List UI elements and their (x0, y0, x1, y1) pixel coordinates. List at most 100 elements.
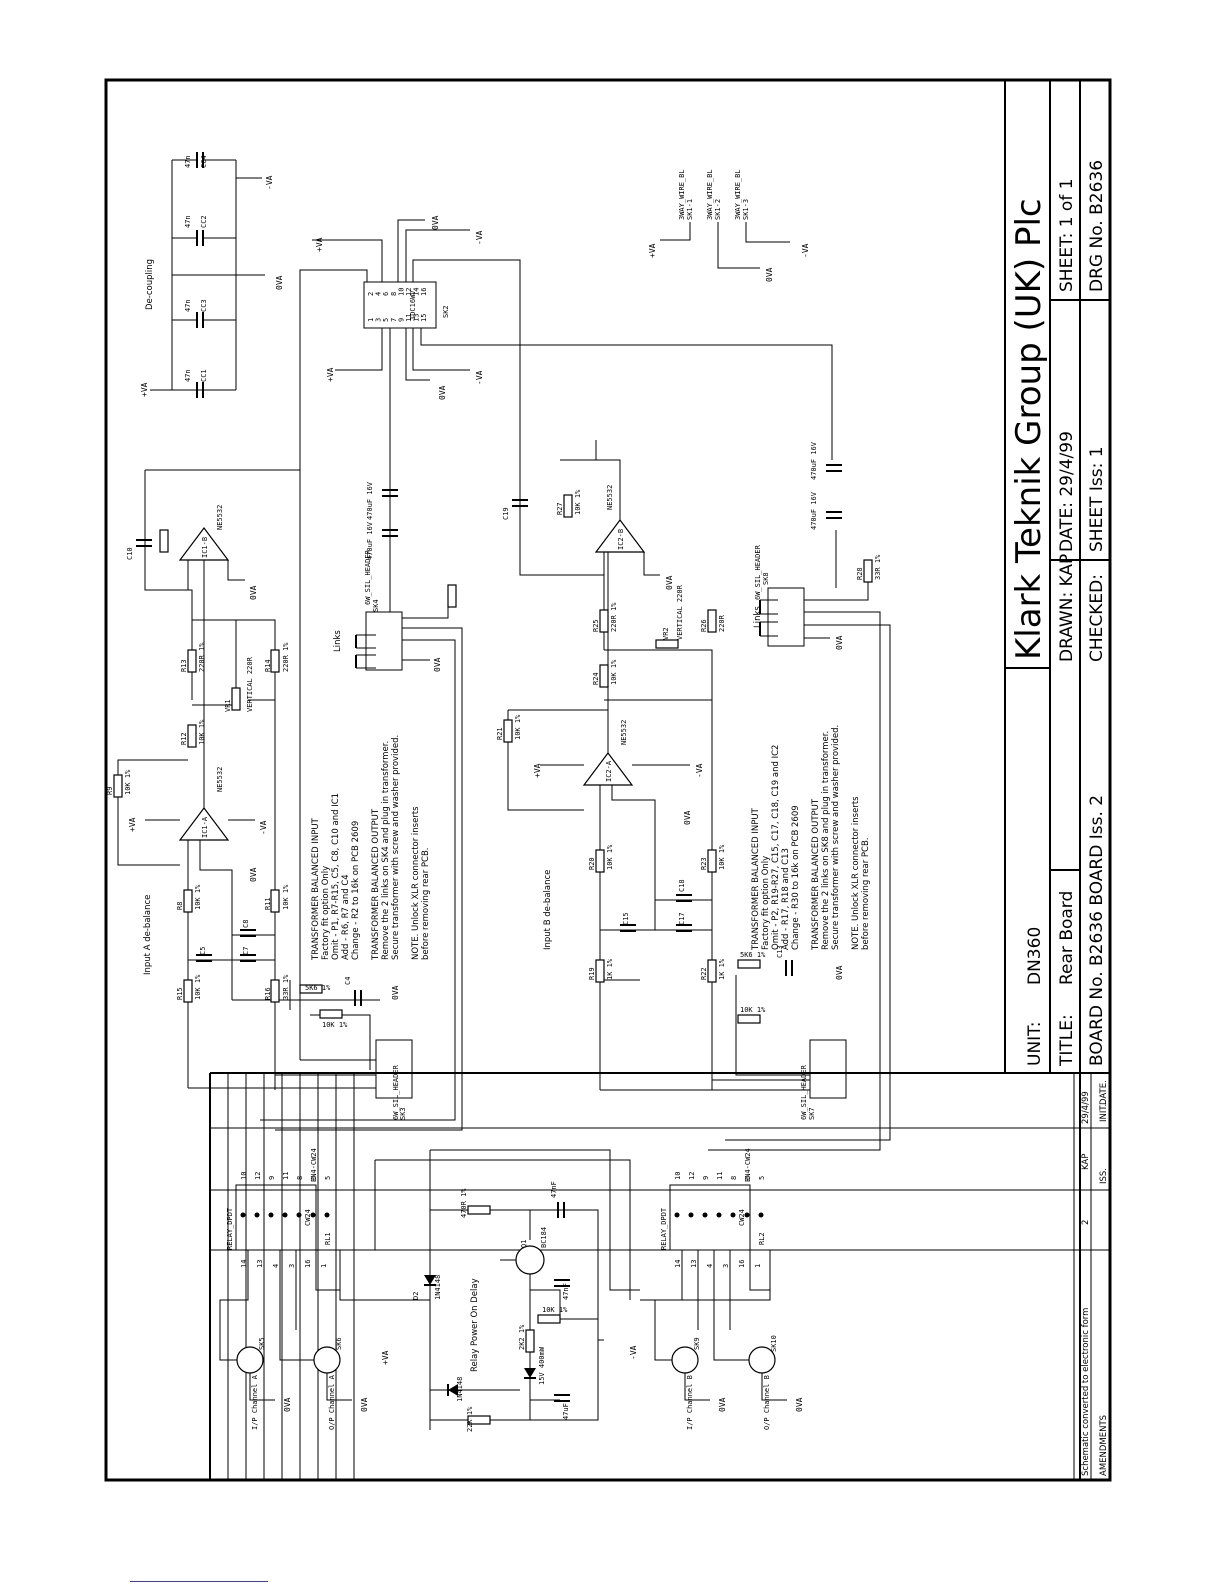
sk6-ref: SK6 (335, 1337, 343, 1350)
sk2-pin: 14 (413, 288, 421, 296)
sheet-count: SHEET: 1 of 1 (1057, 178, 1077, 292)
ic1a-part: NE5532 (216, 767, 224, 792)
r9-ref: R9 (106, 787, 114, 795)
ic1a-opamp (178, 807, 230, 841)
r17-val: 10K 1% (740, 1006, 766, 1014)
sk4-header (365, 611, 403, 671)
relay-pin-low: 16 (304, 1260, 312, 1268)
zd1-val: 15V 400mW (538, 1346, 546, 1385)
relay-pin-low: 4 (272, 1264, 280, 1268)
sk2-pin: 5 (382, 318, 390, 322)
c13-gnd: 0VA (835, 965, 844, 980)
relay-contact (730, 1212, 736, 1218)
col-iss: ISS. (1099, 1168, 1109, 1184)
note-line: Add - R17, R18 and C13 (781, 848, 791, 950)
relay-pin: 8 (296, 1176, 304, 1180)
vr2-val: VERTICAL 220R (676, 584, 684, 640)
relay-contact (254, 1212, 260, 1218)
sk2-pin: 1 (367, 318, 375, 322)
c5-ref: C5 (199, 947, 207, 955)
r10-ref: R16 (264, 987, 272, 1000)
ic2b-opamp (594, 519, 646, 553)
relay-contact (744, 1212, 750, 1218)
sk2-gnd-top: 0VA (431, 215, 440, 230)
relay-contact (702, 1212, 708, 1218)
r3-val: 10K 1% (542, 1306, 568, 1314)
relay-contact (716, 1212, 722, 1218)
note-line: before removing rear PCB. (861, 838, 871, 951)
r1-val: 22K 1% (466, 1406, 474, 1432)
col-date: DATE. (1099, 1080, 1109, 1105)
rl1-en: EN4-CW24 (310, 1148, 318, 1182)
cc1-ref: CC1 (200, 369, 208, 382)
input-a-section: Input A de-balance IC1-A NE5532 IC1-B NE… (106, 469, 457, 1090)
sk1-neg-rail: -VA (801, 243, 810, 258)
ic1a-neg-rail: -VA (259, 820, 268, 835)
vr1-val: VERTICAL 220R (246, 656, 254, 712)
relay-contact (758, 1212, 764, 1218)
op-channel-b: O/P Channel B (763, 1375, 771, 1430)
c2-ref: 47nF (562, 1283, 570, 1300)
sk2-pos-rail-bot: +VA (326, 367, 335, 382)
relay-contact (674, 1212, 680, 1218)
relay-pin-low: 1 (320, 1264, 328, 1268)
sk6-gnd: 0VA (360, 1397, 369, 1412)
link-underline (130, 1581, 268, 1582)
relay-pin-low: 14 (674, 1260, 682, 1268)
relay-pin-low: 1 (754, 1264, 762, 1268)
r22-val: 1K 1% (718, 958, 726, 980)
ic1a-pos-rail: +VA (128, 817, 137, 832)
c7-ref: C7 (242, 947, 250, 955)
q1-ref: Q1 (520, 1240, 528, 1248)
sk10-gnd: 0VA (795, 1397, 804, 1412)
note-line: TRANSFORMER BALANCED INPUT (311, 817, 321, 961)
note-line: Change - R30 to 16k on PCB 2609 (791, 805, 801, 950)
sk1-pos-rail: +VA (648, 243, 657, 258)
decoupling-label: De-coupling (145, 259, 155, 310)
r23-val: 10K 1% (718, 844, 726, 870)
ic2a-pos-rail: +VA (533, 763, 542, 778)
r14-val: 220R 1% (282, 642, 290, 672)
rl2-coil: CW24 (738, 1209, 746, 1226)
sk7-sk8-headers: SK7 6W_SIL_HEADER SK8 6W_SIL_HEADER Link… (600, 530, 891, 1151)
sk2-pin: 12 (405, 288, 413, 296)
relay-pin-low: 13 (690, 1260, 698, 1268)
relay-pin: 5 (324, 1176, 332, 1180)
c21-ref: 470uF 16V (810, 491, 818, 530)
ic2a-neg-rail: -VA (695, 763, 704, 778)
r14-ref: R14 (264, 659, 272, 672)
ip-channel-b: I/P Channel B (686, 1375, 694, 1430)
note-line: TRANSFORMER BALANCED OUTPUT (811, 798, 821, 951)
sk3-ref: SK3 (399, 1107, 407, 1120)
cc3-val: 47n (184, 299, 192, 312)
ic1b-ref: IC1-B (201, 537, 209, 558)
sk2-pin: 11 (405, 314, 413, 322)
sk2-pin: 15 (420, 314, 428, 322)
sk2-neg-rail-bot: -VA (475, 370, 484, 385)
r11-ref: R11 (264, 897, 272, 910)
amendments-table: AMENDMENTS ISS. INIT. DATE. Schematic co… (209, 1072, 1110, 1480)
note-line: TRANSFORMER BALANCED INPUT (751, 807, 761, 951)
note-line: Omit - P2, R19-R27, C15, C17, C18, C19 a… (771, 745, 781, 950)
sk2-pin: 8 (390, 292, 398, 296)
cc2-val: 47n (184, 215, 192, 228)
sk2-part: IDC16WV (409, 290, 417, 320)
decoupling-neg-rail: -VA (265, 175, 274, 190)
c1-val: 47uF (562, 1403, 570, 1420)
r10-val: 33R 1% (282, 974, 290, 1000)
r7-ref: R15 (176, 987, 184, 1000)
r24-ref: R24 (592, 672, 600, 685)
relay-pin: 10 (240, 1172, 248, 1180)
drawing-number: DRG No. B2636 (1087, 160, 1107, 292)
rl1-coil: CW24 (304, 1209, 312, 1226)
sk1-2-ref: SK1-2 (714, 199, 722, 220)
ic2b-gnd: 0VA (665, 575, 674, 590)
note-line: Factory fit option Only (761, 856, 771, 950)
sk2-pin: 4 (375, 292, 383, 296)
relay-contact (296, 1212, 302, 1218)
sk1-gnd: 0VA (765, 267, 774, 282)
checked-by: CHECKED: (1087, 574, 1107, 662)
